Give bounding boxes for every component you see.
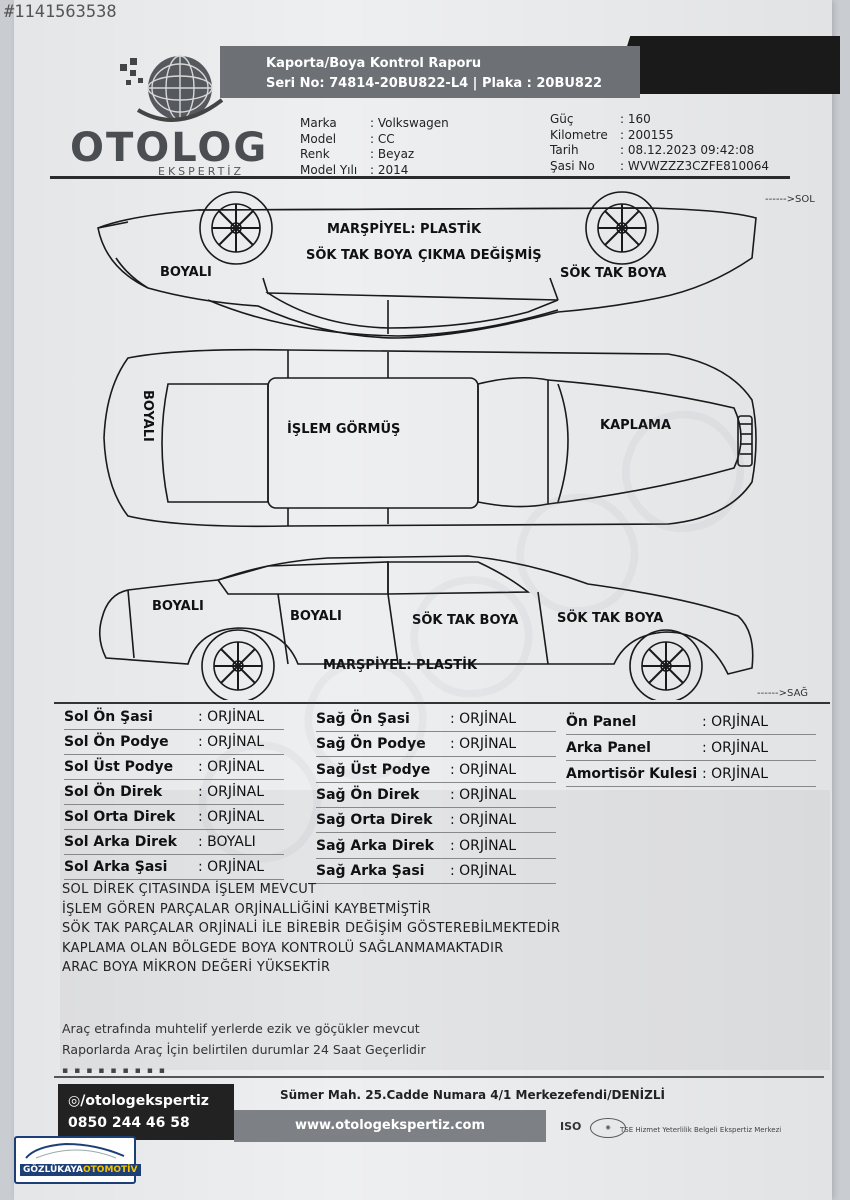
- label-top-trunk: BOYALI: [140, 390, 155, 442]
- website-link[interactable]: www.otologekspertiz.com: [234, 1110, 546, 1142]
- grey-panel: [60, 790, 830, 1070]
- note-line: SOL DİREK ÇITASINDA İŞLEM MEVCUT: [62, 882, 317, 897]
- label-left-marspiyel: MARŞPİYEL: PLASTİK: [327, 222, 482, 237]
- car-damage-diagram: [97, 191, 757, 700]
- table-row: Sağ Arka Direk: ORJİNAL: [316, 834, 556, 859]
- header-dark-band: [612, 36, 840, 94]
- phone-number[interactable]: 0850 244 46 58: [68, 1115, 190, 1131]
- footnote-line: Raporlarda Araç İçin belirtilen durumlar…: [62, 1042, 426, 1057]
- label-top-hood: KAPLAMA: [600, 418, 672, 433]
- info-row: Kilometre: 200155: [550, 127, 674, 142]
- info-row: Tarih: 08.12.2023 09:42:08: [550, 143, 755, 157]
- header-divider: [50, 176, 790, 179]
- table-row: Sol Ön Podye: ORJİNAL: [64, 730, 284, 755]
- info-row: Güç: 160: [550, 112, 651, 126]
- report-title: Kaporta/Boya Kontrol Raporu: [266, 56, 482, 71]
- table-row: Sağ Arka Şasi: ORJİNAL: [316, 859, 556, 884]
- instagram-icon: ◎: [68, 1093, 81, 1109]
- table-row: Sol Ön Direk: ORJİNAL: [64, 780, 284, 805]
- table-row: Sağ Ön Şasi: ORJİNAL: [316, 707, 556, 732]
- info-row: Model Yılı: 2014: [300, 162, 409, 177]
- contact-box: ◎/otologekspertiz 0850 244 46 58: [58, 1084, 234, 1140]
- serial-line: Seri No: 74814-20BU822-L4 | Plaka : 20BU…: [266, 76, 603, 91]
- parts-divider: [54, 702, 830, 704]
- label-top-roof: İŞLEM GÖRMÜŞ: [287, 422, 401, 437]
- tse-text: TSE Hizmet Yeterlilik Belgeli Ekspertiz …: [620, 1126, 782, 1134]
- report-paper: [14, 0, 832, 1200]
- label-right-front-door: SÖK TAK BOYA: [412, 613, 519, 628]
- table-row: Sol Arka Şasi: ORJİNAL: [64, 855, 284, 880]
- label-left-fender: SÖK TAK BOYA: [560, 266, 667, 281]
- logo-wordmark: OTOLOG: [70, 125, 269, 171]
- address: Sümer Mah. 25.Cadde Numara 4/1 Merkezefe…: [280, 1088, 665, 1102]
- footer-icons-row: ▪▪▪▪▪▪▪▪▪: [62, 1066, 171, 1076]
- side-label-right: ------>SAĞ: [757, 688, 808, 699]
- note-line: İŞLEM GÖREN PARÇALAR ORJİNALLİĞİNİ KAYBE…: [62, 901, 432, 917]
- label-left-rear-door: SÖK TAK BOYA: [306, 248, 413, 263]
- iso-seal-icon: ◉: [590, 1118, 626, 1138]
- info-row: Renk: Beyaz: [300, 147, 415, 161]
- label-left-rear: BOYALI: [160, 265, 212, 280]
- dealer-name: GÖZLÜKAYAOTOMOTİV: [20, 1164, 141, 1176]
- note-line: ARAC BOYA MİKRON DEĞERİ YÜKSEKTİR: [62, 960, 331, 975]
- label-right-rear: BOYALI: [152, 599, 204, 614]
- table-row: Sağ Üst Podye: ORJİNAL: [316, 758, 556, 783]
- dealer-badge: GÖZLÜKAYAOTOMOTİV: [14, 1136, 141, 1184]
- listing-id: #1141563538: [4, 2, 117, 22]
- info-row: Marka: Volkswagen: [300, 116, 449, 130]
- footnote-line: Araç etrafında muhtelif yerlerde ezik ve…: [62, 1021, 420, 1036]
- table-row: Sol Orta Direk: ORJİNAL: [64, 805, 284, 830]
- label-right-fender: SÖK TAK BOYA: [557, 611, 664, 626]
- table-row: Ön Panel: ORJİNAL: [566, 710, 816, 735]
- table-row: Arka Panel: ORJİNAL: [566, 736, 816, 761]
- table-row: Sağ Ön Direk: ORJİNAL: [316, 783, 556, 808]
- vehicle-info-left: Marka: Volkswagen Model: CC Renk: Beyaz …: [300, 116, 449, 178]
- table-row: Sağ Orta Direk: ORJİNAL: [316, 808, 556, 833]
- label-right-marspiyel: MARŞPİYEL: PLASTİK: [323, 658, 478, 673]
- info-row: Model: CC: [300, 131, 395, 146]
- table-row: Sol Üst Podye: ORJİNAL: [64, 755, 284, 780]
- table-row: Sol Arka Direk: BOYALI: [64, 830, 284, 855]
- footer-divider: [54, 1076, 824, 1078]
- footnotes: Araç etrafında muhtelif yerlerde ezik ve…: [62, 1018, 426, 1060]
- note-line: KAPLAMA OLAN BÖLGEDE BOYA KONTROLÜ SAĞLA…: [62, 940, 504, 956]
- table-row: Amortisör Kulesi: ORJİNAL: [566, 762, 816, 787]
- info-row: Şasi No: WVWZZZ3CZFE810064: [550, 158, 769, 173]
- car-silhouette-icon: [25, 1142, 125, 1159]
- table-row: Sağ Ön Podye: ORJİNAL: [316, 732, 556, 757]
- vehicle-info-right: Güç: 160 Kilometre: 200155 Tarih: 08.12.…: [550, 112, 769, 174]
- label-right-rear-door: BOYALI: [290, 609, 342, 624]
- iso-logo: ISO: [560, 1120, 582, 1133]
- note-line: SÖK TAK PARÇALAR ORJİNALİ İLE BİREBİR DE…: [62, 921, 561, 936]
- instagram-handle[interactable]: ◎/otologekspertiz: [68, 1093, 209, 1109]
- label-left-front-door: ÇIKMA DEĞİŞMİŞ: [418, 248, 542, 263]
- table-row: Sol Ön Şasi: ORJİNAL: [64, 705, 284, 730]
- globe-logo-icon: [120, 55, 224, 122]
- inspection-notes: SOL DİREK ÇITASINDA İŞLEM MEVCUT İŞLEM G…: [62, 880, 560, 978]
- side-label-left: ------>SOL: [765, 194, 815, 205]
- header-band: Kaporta/Boya Kontrol Raporu Seri No: 748…: [220, 46, 640, 98]
- logo-subtitle: EKSPERTİZ: [158, 165, 245, 178]
